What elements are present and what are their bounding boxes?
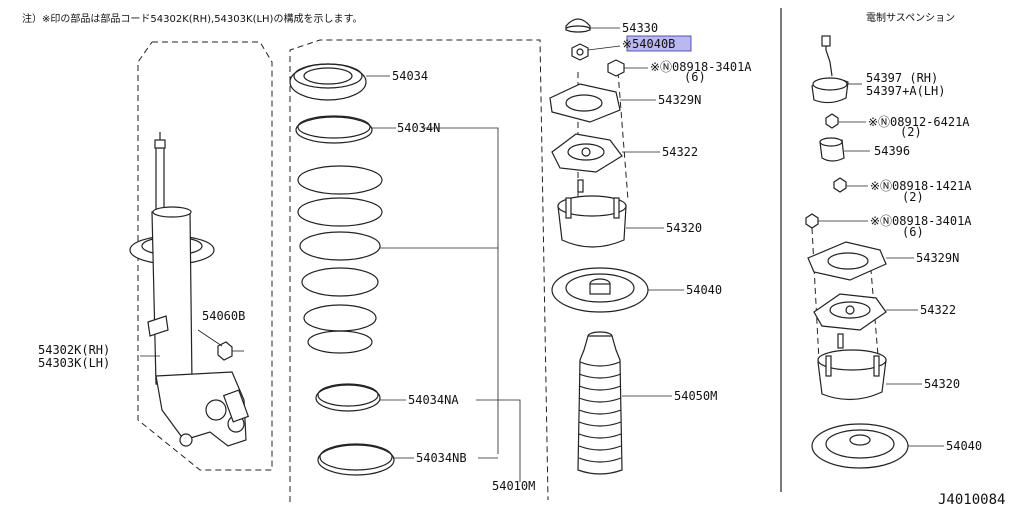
bearing-54040[interactable]: [551, 267, 649, 313]
label-54302k[interactable]: 54302K(RH): [38, 343, 110, 357]
label-54050m[interactable]: 54050M: [674, 389, 717, 403]
label-54034n[interactable]: 54034N: [397, 121, 440, 135]
label-54060b[interactable]: 54060B: [202, 309, 245, 323]
dust-cap-54330[interactable]: [565, 18, 591, 33]
mount-bracket-54322-right[interactable]: [813, 293, 887, 331]
strut-mount-54320-right[interactable]: [817, 333, 887, 401]
label-54040b[interactable]: ※54040B: [622, 37, 675, 51]
nut-54060b[interactable]: [197, 329, 244, 361]
spring-ring-54034nb[interactable]: [317, 443, 395, 476]
label-54034[interactable]: 54034: [392, 69, 428, 83]
strut-mount-54320[interactable]: [557, 179, 627, 248]
coil-spring[interactable]: [297, 165, 383, 354]
label-54303k[interactable]: 54303K(LH): [38, 356, 110, 370]
label-54329n-right[interactable]: 54329N: [916, 251, 959, 265]
nut-08918-1421a[interactable]: [833, 177, 847, 193]
diagram-id: J4010084: [938, 492, 1005, 508]
nut-08918-3401a[interactable]: [607, 59, 625, 77]
nut-08912-6421a[interactable]: [825, 113, 839, 129]
spring-ring-54034n[interactable]: [295, 115, 373, 144]
right-guide-left: [811, 227, 821, 381]
mount-plate-54329n-right[interactable]: [807, 241, 887, 281]
label-54396[interactable]: 54396: [874, 144, 910, 158]
nut-54040b[interactable]: [571, 43, 589, 61]
spring-ring-54034na[interactable]: [315, 383, 381, 412]
qty-08918-3401a-right: (6): [902, 225, 924, 239]
qty-08918-1421a: (2): [902, 190, 924, 204]
spring-kit-outline: [289, 39, 549, 502]
label-08918-3401a[interactable]: ※Ⓝ08918-3401A: [650, 60, 752, 74]
sleeve-54396[interactable]: [819, 137, 845, 162]
label-54320-right[interactable]: 54320: [924, 377, 960, 391]
mount-bracket-54322[interactable]: [551, 133, 623, 173]
label-54010m[interactable]: 54010M: [492, 479, 535, 493]
actuator-54397[interactable]: [811, 35, 849, 104]
label-54040-right[interactable]: 54040: [946, 439, 982, 453]
label-54329n[interactable]: 54329N: [658, 93, 701, 107]
label-08918-1421a[interactable]: ※Ⓝ08918-1421A: [870, 179, 972, 193]
label-54322[interactable]: 54322: [662, 145, 698, 159]
label-54320[interactable]: 54320: [666, 221, 702, 235]
label-08918-3401a-right[interactable]: ※Ⓝ08918-3401A: [870, 214, 972, 228]
nut-08918-3401a-right[interactable]: [805, 213, 819, 229]
label-08912-6421a[interactable]: ※Ⓝ08912-6421A: [868, 115, 970, 129]
strut-assembly[interactable]: [129, 41, 273, 471]
label-54040[interactable]: 54040: [686, 283, 722, 297]
highlight-54040b: [626, 35, 692, 52]
qty-08918-3401a: (6): [684, 70, 706, 84]
mount-plate-54329n[interactable]: [549, 83, 621, 123]
label-54397-rh[interactable]: 54397 (RH): [866, 71, 938, 85]
bearing-54040-right[interactable]: [811, 423, 909, 469]
label-54330[interactable]: 54330: [622, 21, 658, 35]
label-54322-right[interactable]: 54322: [920, 303, 956, 317]
spring-insulator-54034[interactable]: [289, 63, 367, 101]
header-note: 注）※印の部品は部品コード54302K(RH),54303K(LH)の構成を示し…: [22, 12, 362, 25]
label-54397a-lh[interactable]: 54397+A(LH): [866, 84, 945, 98]
right-header: 電制サスペンション: [866, 11, 955, 24]
qty-08912-6421a: (2): [900, 125, 922, 139]
mount-guide-right: [617, 71, 629, 201]
bellows-54050m[interactable]: [577, 331, 623, 475]
label-54034na[interactable]: 54034NA: [408, 393, 459, 407]
label-54034nb[interactable]: 54034NB: [416, 451, 467, 465]
